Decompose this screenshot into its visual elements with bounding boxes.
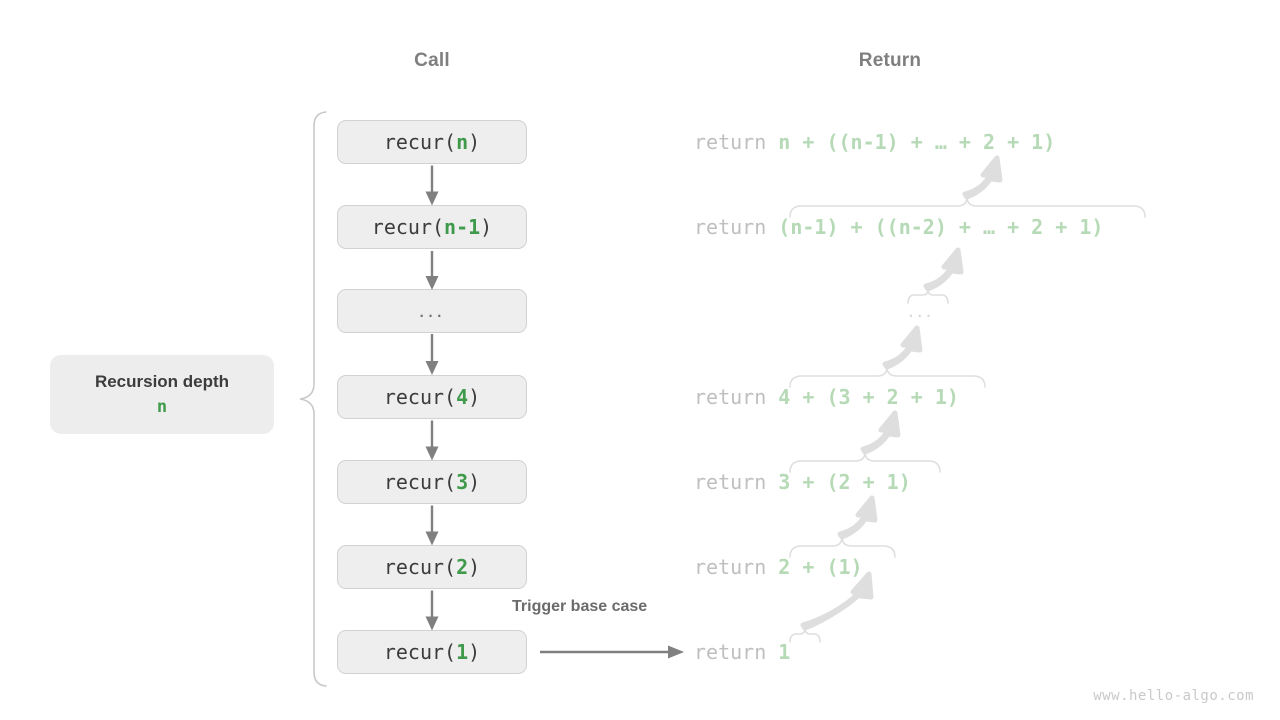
call-arrow-down-5 (425, 505, 439, 546)
call-arrow-down-3 (425, 334, 439, 375)
call-box-recur-4[interactable]: recur(4) (337, 375, 527, 419)
call-box-suffix: ) (468, 470, 481, 494)
call-box-arg: n-1 (444, 215, 481, 239)
call-arrow-down-1 (425, 165, 439, 206)
return-arrow-row2-to-row1 (962, 155, 1003, 200)
call-box-prefix: recur( (383, 555, 457, 579)
return-row-5: return 3 + (2 + 1) (694, 467, 911, 497)
call-box-suffix: ) (468, 555, 481, 579)
return-arrow-row5-to-row4 (860, 410, 901, 455)
call-box-prefix: recur( (383, 385, 457, 409)
return-row-6: return 2 + (1) (694, 552, 863, 582)
return-keyword: return (694, 130, 779, 154)
recursion-depth-label: Recursion depth n (50, 355, 274, 434)
column-header-call: Call (414, 50, 450, 71)
return-expression: 4 + (3 + 2 + 1) (778, 385, 959, 409)
call-box-prefix: recur( (383, 640, 457, 664)
return-keyword: return (694, 640, 779, 664)
call-box-arg: 3 (456, 470, 469, 494)
return-row-7: return 1 (694, 637, 790, 667)
call-box-suffix: ) (468, 130, 481, 154)
call-arrow-down-2 (425, 251, 439, 290)
return-arrow-row7-to-row6 (800, 571, 874, 631)
return-row-2: return (n-1) + ((n-2) + … + 2 + 1) (694, 212, 1103, 242)
return-brace-row7 (789, 627, 821, 643)
return-arrow-row6-to-row5 (837, 495, 878, 540)
call-box-recur-2[interactable]: recur(2) (337, 545, 527, 589)
trigger-base-case-label: Trigger base case (512, 598, 648, 615)
call-box-suffix: ) (468, 640, 481, 664)
call-box-prefix: recur( (383, 130, 457, 154)
return-expression: 3 + (2 + 1) (778, 470, 911, 494)
recursion-depth-title: Recursion depth (94, 372, 230, 391)
return-expression: (n-1) + ((n-2) + … + 2 + 1) (778, 215, 1104, 239)
return-row-1: return n + ((n-1) + … + 2 + 1) (694, 127, 1055, 157)
return-keyword: return (694, 555, 779, 579)
call-box-arg: 1 (456, 640, 469, 664)
call-box-recur-n-1[interactable]: recur(n-1) (337, 205, 527, 249)
call-box-suffix: ) (468, 385, 481, 409)
call-box-recur-3[interactable]: recur(3) (337, 460, 527, 504)
column-header-return: Return (858, 50, 922, 71)
return-arrow-row4-to-row3 (882, 325, 923, 370)
call-arrow-down-4 (425, 420, 439, 461)
watermark: www.hello-algo.com (1093, 688, 1254, 704)
return-keyword: return (694, 385, 779, 409)
recursion-depth-brace (299, 111, 327, 687)
return-expression: n + ((n-1) + … + 2 + 1) (778, 130, 1056, 154)
call-arrow-down-6 (425, 590, 439, 631)
return-expression: 1 (778, 640, 791, 664)
call-box-prefix: recur( (371, 215, 445, 239)
return-arrow-row3-to-row2 (923, 247, 964, 292)
call-box-recur-1[interactable]: recur(1) (337, 630, 527, 674)
call-box-arg: 2 (456, 555, 469, 579)
call-box-prefix: recur( (383, 470, 457, 494)
return-keyword: return (694, 215, 779, 239)
return-row-ellipsis: ... (908, 299, 935, 322)
call-box-ellipsis[interactable]: ... (337, 289, 527, 333)
call-box-arg: 4 (456, 385, 469, 409)
call-box-arg: n (456, 130, 469, 154)
return-keyword: return (694, 470, 779, 494)
return-row-4: return 4 + (3 + 2 + 1) (694, 382, 959, 412)
call-box-suffix: ) (480, 215, 493, 239)
call-box-recur-n[interactable]: recur(n) (337, 120, 527, 164)
trigger-base-case-arrow (540, 645, 684, 659)
return-expression: 2 + (1) (778, 555, 863, 579)
recursion-depth-value: n (156, 397, 168, 417)
